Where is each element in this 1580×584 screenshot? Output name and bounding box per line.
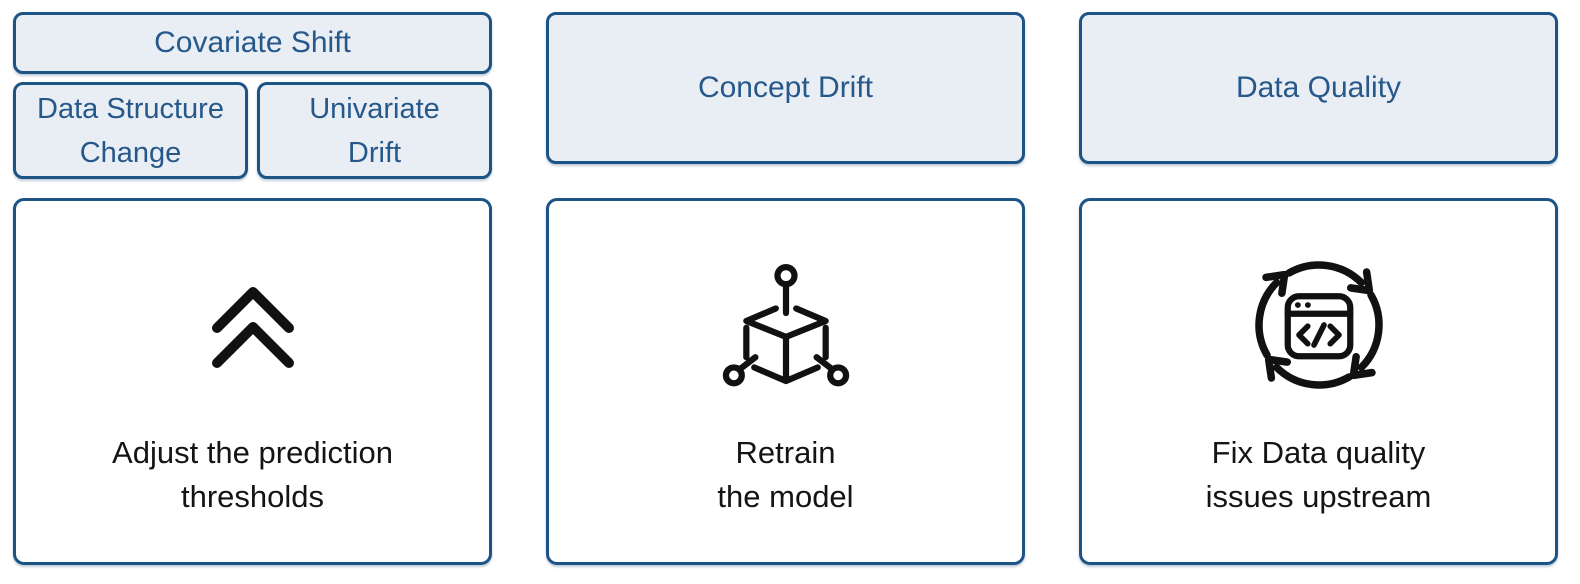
- concept-drift-label: Concept Drift: [697, 71, 874, 104]
- quality-header-area: Data Quality: [1079, 12, 1558, 180]
- model-cube-icon: [718, 241, 854, 409]
- concept-header-area: Concept Drift: [546, 12, 1025, 180]
- action-line: Retrain: [735, 435, 836, 470]
- covariate-shift-box: Covariate Shift: [13, 12, 492, 74]
- covariate-action-text: Adjust the prediction thresholds: [112, 431, 393, 519]
- concept-drift-box: Concept Drift: [546, 12, 1025, 164]
- column-concept-drift: Concept Drift: [546, 12, 1025, 584]
- column-data-quality: Data Quality: [1079, 12, 1558, 584]
- action-line: the model: [717, 479, 854, 514]
- action-line: Fix Data quality: [1211, 435, 1426, 470]
- action-line: Adjust the prediction: [112, 435, 393, 470]
- covariate-header-area: Covariate Shift Data Structure Change Un…: [13, 12, 492, 180]
- quality-action-card: Fix Data quality issues upstream: [1079, 198, 1558, 565]
- column-covariate-shift: Covariate Shift Data Structure Change Un…: [13, 12, 492, 584]
- concept-action-card: Retrain the model: [546, 198, 1025, 565]
- covariate-subboxes: Data Structure Change Univariate Drift: [13, 82, 492, 179]
- subheader-line: Univariate: [309, 92, 440, 125]
- subheader-line: Change: [79, 136, 182, 169]
- action-line: thresholds: [180, 479, 325, 514]
- action-line: issues upstream: [1205, 479, 1432, 514]
- covariate-action-card: Adjust the prediction thresholds: [13, 198, 492, 565]
- code-refresh-cycle-icon: [1244, 241, 1394, 409]
- concept-action-text: Retrain the model: [717, 431, 853, 519]
- subheader-line: Drift: [347, 136, 402, 169]
- data-structure-change-box: Data Structure Change: [13, 82, 248, 179]
- data-quality-box: Data Quality: [1079, 12, 1558, 164]
- subheader-line: Data Structure: [37, 92, 224, 125]
- data-quality-label: Data Quality: [1235, 71, 1402, 104]
- univariate-drift-box: Univariate Drift: [257, 82, 492, 179]
- quality-action-text: Fix Data quality issues upstream: [1206, 431, 1432, 519]
- covariate-shift-label: Covariate Shift: [154, 26, 351, 59]
- chevrons-up-icon: [203, 241, 303, 409]
